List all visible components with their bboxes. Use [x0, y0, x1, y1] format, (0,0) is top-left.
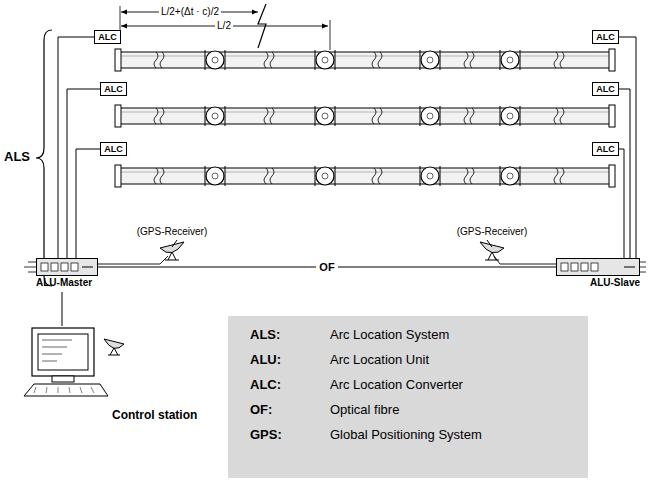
computer-icon — [22, 326, 112, 416]
wire — [62, 292, 63, 326]
wire-stub — [640, 262, 646, 272]
legend-cell: Arc Location Unit — [330, 354, 429, 366]
gps-dish — [104, 339, 124, 355]
box-label: ALC — [596, 144, 615, 154]
brace — [36, 30, 52, 286]
arc-flash — [258, 4, 266, 48]
wire — [76, 149, 100, 258]
gps-wire — [98, 256, 168, 264]
unit-device: ALU-Slave — [556, 258, 640, 292]
wire — [619, 149, 624, 258]
control-station: Control station — [22, 326, 212, 426]
unit-device: ALU-Master — [36, 258, 98, 292]
legend-cell: Global Positioning System — [330, 429, 482, 441]
wire — [619, 37, 636, 258]
unit-label: Control station — [112, 408, 197, 422]
converter-box: ALC — [100, 142, 127, 156]
box-label: ALC — [596, 84, 615, 94]
gis-busbars — [115, 49, 615, 187]
legend-cell: ALC: — [250, 379, 281, 391]
converter-box: ALC — [592, 82, 619, 96]
label: (GPS-Receiver) — [137, 226, 208, 238]
label: ALS — [4, 151, 30, 163]
legend-cell: Optical fibre — [330, 404, 399, 416]
gps-dish — [160, 240, 184, 260]
converter-box: ALC — [94, 30, 121, 44]
converter-box: ALC — [592, 142, 619, 156]
legend-cell: OF: — [250, 404, 272, 416]
legend-cell: ALS: — [250, 329, 280, 341]
legend-cell: Arc Location System — [330, 329, 449, 341]
box-label: ALC — [104, 84, 123, 94]
wire — [619, 89, 630, 258]
box-label: ALC — [98, 32, 117, 42]
wire-stub — [24, 262, 38, 272]
unit-chassis — [556, 258, 640, 276]
legend-panel — [228, 316, 588, 478]
legend-cell: ALU: — [250, 354, 281, 366]
gps-wire — [494, 256, 556, 264]
extension-line — [330, 20, 331, 50]
unit-chassis — [36, 258, 98, 276]
label: (GPS-Receiver) — [457, 226, 528, 238]
unit-label: ALU-Slave — [590, 277, 640, 288]
converter-box: ALC — [592, 30, 619, 44]
unit-label: ALU-Master — [36, 277, 92, 288]
wire — [67, 89, 100, 258]
box-label: ALC — [104, 144, 123, 154]
legend-cell: GPS: — [250, 429, 282, 441]
dimension-label: L/2 — [215, 20, 233, 32]
gps-dish — [480, 240, 504, 260]
dimension-label: L/2+(Δt · c)/2 — [159, 6, 221, 18]
legend-cell: Arc Location Converter — [330, 379, 463, 391]
edge-label: OF — [316, 261, 337, 273]
box-label: ALC — [596, 32, 615, 42]
converter-box: ALC — [100, 82, 127, 96]
